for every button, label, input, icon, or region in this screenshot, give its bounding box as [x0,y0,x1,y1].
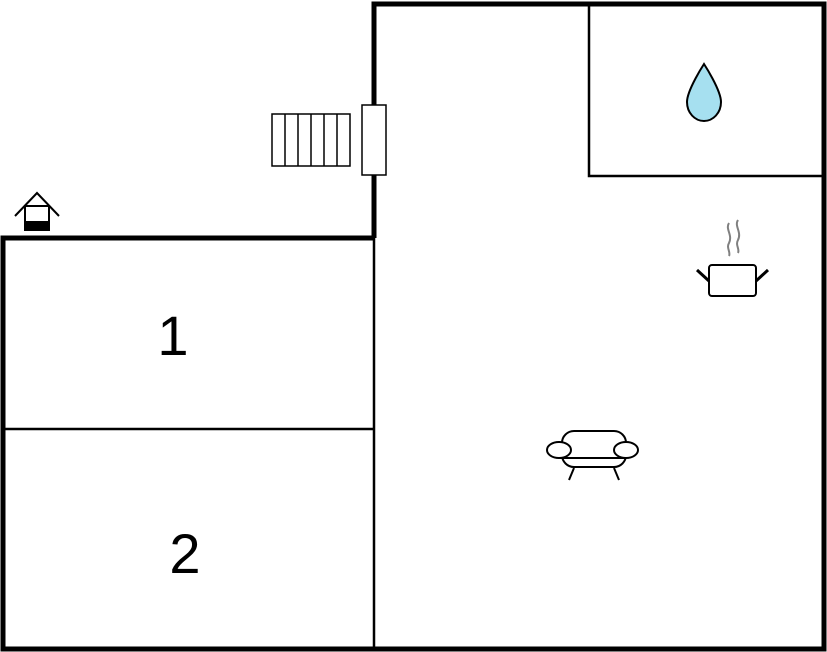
entrance-house-icon [14,191,60,231]
wall-bathroom [587,4,824,178]
sofa-icon [546,430,639,481]
stairs-icon [271,113,351,167]
wall-opening [361,104,387,176]
water-drop-icon [685,62,723,123]
cooking-pot-icon [695,219,770,297]
interior-walls [3,4,824,649]
room-label-1: 1 [157,304,188,367]
room-label-2: 2 [169,522,200,585]
